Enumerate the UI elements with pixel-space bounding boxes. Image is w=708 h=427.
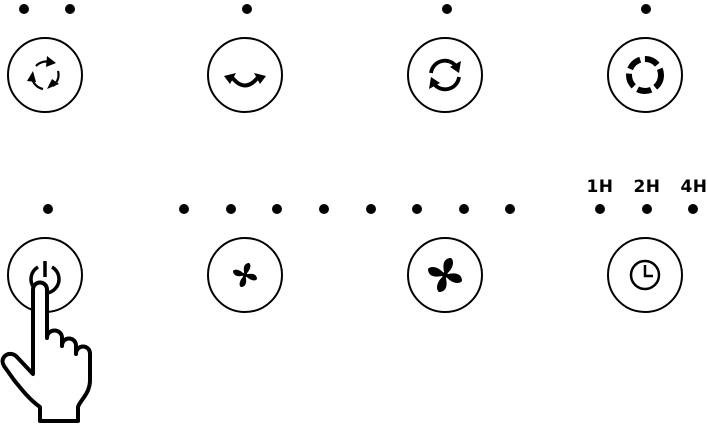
- pointing-hand-icon: [0, 270, 120, 427]
- timer-label-1h: 1H: [580, 177, 620, 197]
- mode-auto-button[interactable]: [7, 37, 83, 113]
- dashed-circle-icon: [609, 39, 681, 111]
- mode-circulate-indicator-dot: [641, 4, 651, 14]
- fan-speed-dot-5: [366, 204, 376, 214]
- timer-button[interactable]: [607, 237, 683, 313]
- mode-swing-indicator-dot: [242, 4, 252, 14]
- mode-rotate-button[interactable]: [407, 37, 483, 113]
- fan-high-button[interactable]: [407, 237, 483, 313]
- fan-speed-dot-3: [272, 204, 282, 214]
- curved-swing-arrow-icon: [209, 39, 281, 111]
- timer-label-2h: 2H: [627, 177, 667, 197]
- large-fan-icon: [409, 239, 481, 311]
- mode-auto-indicator-dot-1: [19, 4, 29, 14]
- small-fan-icon: [209, 239, 281, 311]
- fan-speed-dot-6: [412, 204, 422, 214]
- timer-label-4h: 4H: [674, 177, 708, 197]
- fan-speed-dot-7: [459, 204, 469, 214]
- mode-swing-button[interactable]: [207, 37, 283, 113]
- power-indicator-dot: [43, 204, 53, 214]
- mode-circulate-button[interactable]: [607, 37, 683, 113]
- fan-speed-dot-2: [226, 204, 236, 214]
- clock-icon: [609, 239, 681, 311]
- three-arrow-cycle-icon: [9, 39, 81, 111]
- two-arrow-rotate-icon: [409, 39, 481, 111]
- timer-2h-dot: [642, 204, 652, 214]
- fan-speed-dot-8: [505, 204, 515, 214]
- timer-4h-dot: [688, 204, 698, 214]
- fan-speed-dot-1: [179, 204, 189, 214]
- fan-speed-dot-4: [319, 204, 329, 214]
- mode-auto-indicator-dot-2: [65, 4, 75, 14]
- fan-low-button[interactable]: [207, 237, 283, 313]
- timer-1h-dot: [595, 204, 605, 214]
- mode-rotate-indicator-dot: [442, 4, 452, 14]
